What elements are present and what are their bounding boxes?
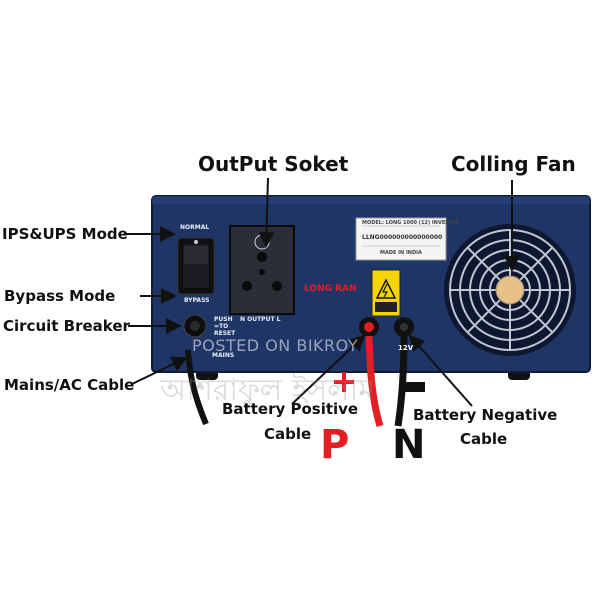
- brand-logo-text: LONG RAN: [304, 284, 357, 294]
- fan-hub: [496, 276, 524, 304]
- socket-hole-right: [272, 281, 282, 291]
- panel-voltage-text: 12V: [398, 344, 414, 352]
- panel-normal-text: NORMAL: [180, 224, 210, 231]
- label-battery-negative-line1: Battery Negative: [413, 406, 558, 424]
- label-bypass-mode: Bypass Mode: [4, 287, 116, 305]
- sticker-made-in-text: MADE IN INDIA: [380, 250, 422, 256]
- sticker-serial-text: LLNG000000000000000: [362, 234, 443, 241]
- sticker-model-text: MODEL: LONG 1000 (12) INVERTER: [362, 220, 460, 226]
- panel-reset-text: RESET: [214, 330, 236, 337]
- arrow-mains: [131, 356, 188, 385]
- label-battery-positive-line2: Cable: [264, 425, 312, 443]
- label-ips-ups-mode: IPS&UPS Mode: [2, 225, 128, 243]
- watermark-bengali: আশরাফুল ইসলাম: [160, 373, 375, 408]
- label-battery-negative-line2: Cable: [460, 430, 508, 448]
- label-circuit-breaker: Circuit Breaker: [3, 317, 130, 335]
- label-output-socket: OutPut Soket: [198, 152, 349, 176]
- cable-connector: [401, 382, 425, 392]
- socket-hole-left: [242, 281, 252, 291]
- arrow-output-socket: [258, 177, 275, 248]
- label-mains-cable: Mains/AC Cable: [4, 376, 135, 394]
- arrow-battery-negative: [408, 334, 473, 407]
- watermark-posted: POSTED ON BIKROY: [192, 336, 359, 355]
- negative-letter: N: [392, 422, 426, 468]
- mains-cable-wire: [185, 349, 209, 426]
- info-sticker: [355, 217, 447, 261]
- panel-to-text: =TO: [214, 323, 229, 330]
- panel-mains-text: MAINS: [212, 352, 235, 359]
- label-battery-positive-line1: Battery Positive: [222, 400, 359, 418]
- panel-bypass-text: BYPASS: [184, 297, 210, 304]
- positive-letter: P: [320, 422, 350, 468]
- plus-sign: [342, 372, 346, 392]
- panel-n-output-l-text: N OUTPUT L: [240, 316, 281, 323]
- positive-cable-wire: [365, 335, 384, 428]
- arrow-battery-positive: [291, 334, 366, 405]
- panel-push-text: PUSH: [214, 316, 233, 323]
- label-cooling-fan: Colling Fan: [451, 152, 576, 176]
- cooling-fan-grille: [444, 224, 576, 356]
- socket-hole-top: [257, 252, 267, 262]
